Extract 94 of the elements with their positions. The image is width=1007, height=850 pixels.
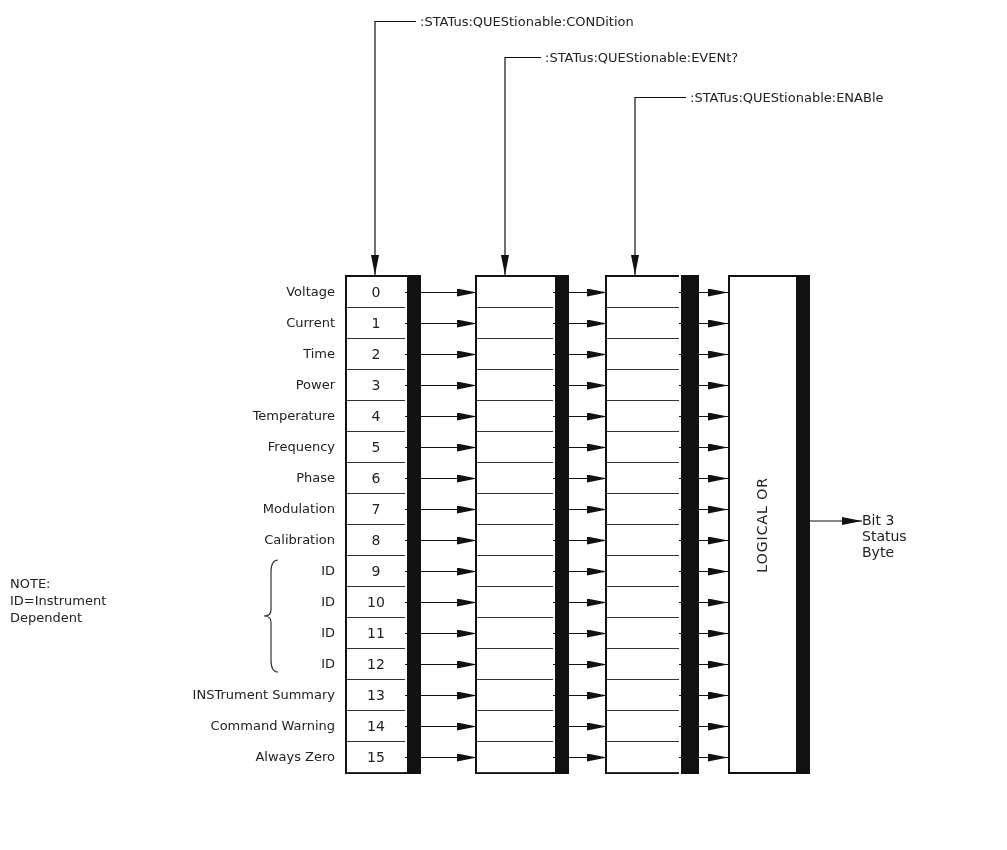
- bit-number: 0: [347, 277, 405, 308]
- arrow: [678, 536, 729, 545]
- bit-number: 9: [347, 556, 405, 587]
- bit-name-label: ID: [321, 563, 335, 578]
- arrow: [809, 517, 863, 525]
- arrow: [404, 350, 478, 359]
- arrow: [678, 319, 729, 328]
- arrow: [404, 722, 478, 731]
- bit-number: 4: [347, 401, 405, 432]
- bit-name-label: Power: [295, 377, 335, 392]
- register-column: [475, 275, 569, 774]
- bit-number: 6: [347, 463, 405, 494]
- arrow: [404, 474, 478, 483]
- bit-name-label: Frequency: [267, 439, 335, 454]
- arrow: [552, 536, 608, 545]
- arrow: [404, 691, 478, 700]
- register-column: [605, 275, 699, 774]
- logical-or-box: [728, 275, 810, 774]
- output-label: Bit 3 Status Byte: [862, 512, 922, 560]
- arrow: [552, 319, 608, 328]
- arrow: [404, 567, 478, 576]
- arrow: [678, 753, 729, 762]
- or-label: LOGICAL OR: [754, 476, 770, 573]
- arrow: [371, 20, 417, 276]
- arrow: [552, 350, 608, 359]
- bit-number: 14: [347, 711, 405, 742]
- arrow: [404, 505, 478, 514]
- bit-number: 13: [347, 680, 405, 711]
- arrow: [678, 691, 729, 700]
- arrow: [404, 319, 478, 328]
- bit-name-label: Current: [286, 315, 335, 330]
- bit-name-label: ID: [321, 656, 335, 671]
- bit-number: 7: [347, 494, 405, 525]
- arrow: [631, 96, 687, 276]
- arrow: [678, 505, 729, 514]
- arrow: [678, 412, 729, 421]
- bit-name-label: Voltage: [286, 284, 335, 299]
- bit-name-label: Modulation: [262, 501, 335, 516]
- bit-number: 15: [347, 742, 405, 773]
- bit-name-label: Calibration: [264, 532, 335, 547]
- arrow: [404, 288, 478, 297]
- arrow: [678, 660, 729, 669]
- arrow: [552, 598, 608, 607]
- arrow: [678, 567, 729, 576]
- arrow: [404, 660, 478, 669]
- arrow: [678, 598, 729, 607]
- arrow: [552, 505, 608, 514]
- arrow: [552, 567, 608, 576]
- bit-name-label: Time: [303, 346, 335, 361]
- arrow: [552, 629, 608, 638]
- bit-number: 11: [347, 618, 405, 649]
- bit-name-label: Phase: [296, 470, 335, 485]
- arrow: [501, 56, 542, 276]
- arrow: [552, 691, 608, 700]
- arrow: [404, 753, 478, 762]
- arrow: [552, 660, 608, 669]
- arrow: [552, 381, 608, 390]
- arrow: [404, 536, 478, 545]
- bit-number: 2: [347, 339, 405, 370]
- arrow: [552, 753, 608, 762]
- bit-name-label: ID: [321, 594, 335, 609]
- arrow: [552, 412, 608, 421]
- arrow: [404, 443, 478, 452]
- register-column: [345, 275, 421, 774]
- bit-name-label: Always Zero: [255, 749, 335, 764]
- note-text: NOTE: ID=Instrument Dependent: [10, 575, 108, 626]
- bit-number: 10: [347, 587, 405, 618]
- arrow: [404, 412, 478, 421]
- arrow: [552, 288, 608, 297]
- command-label: :STATus:QUEStionable:EVENt?: [545, 50, 739, 65]
- arrow: [404, 598, 478, 607]
- arrow: [678, 443, 729, 452]
- bit-number: 8: [347, 525, 405, 556]
- arrow: [404, 381, 478, 390]
- bit-number: 3: [347, 370, 405, 401]
- arrow: [552, 722, 608, 731]
- arrow: [404, 629, 478, 638]
- arrow: [552, 474, 608, 483]
- command-label: :STATus:QUEStionable:CONDition: [420, 14, 634, 29]
- arrow: [678, 474, 729, 483]
- command-label: :STATus:QUEStionable:ENABle: [690, 90, 884, 105]
- bit-number: 1: [347, 308, 405, 339]
- bit-number: 5: [347, 432, 405, 463]
- bit-name-label: INSTrument Summary: [192, 687, 335, 702]
- bit-name-label: Temperature: [252, 408, 335, 423]
- arrow: [678, 722, 729, 731]
- bit-number: 12: [347, 649, 405, 680]
- arrow: [552, 443, 608, 452]
- arrow: [678, 288, 729, 297]
- arrow: [678, 629, 729, 638]
- bit-name-label: ID: [321, 625, 335, 640]
- arrow: [678, 350, 729, 359]
- arrow: [678, 381, 729, 390]
- bit-name-label: Command Warning: [210, 718, 335, 733]
